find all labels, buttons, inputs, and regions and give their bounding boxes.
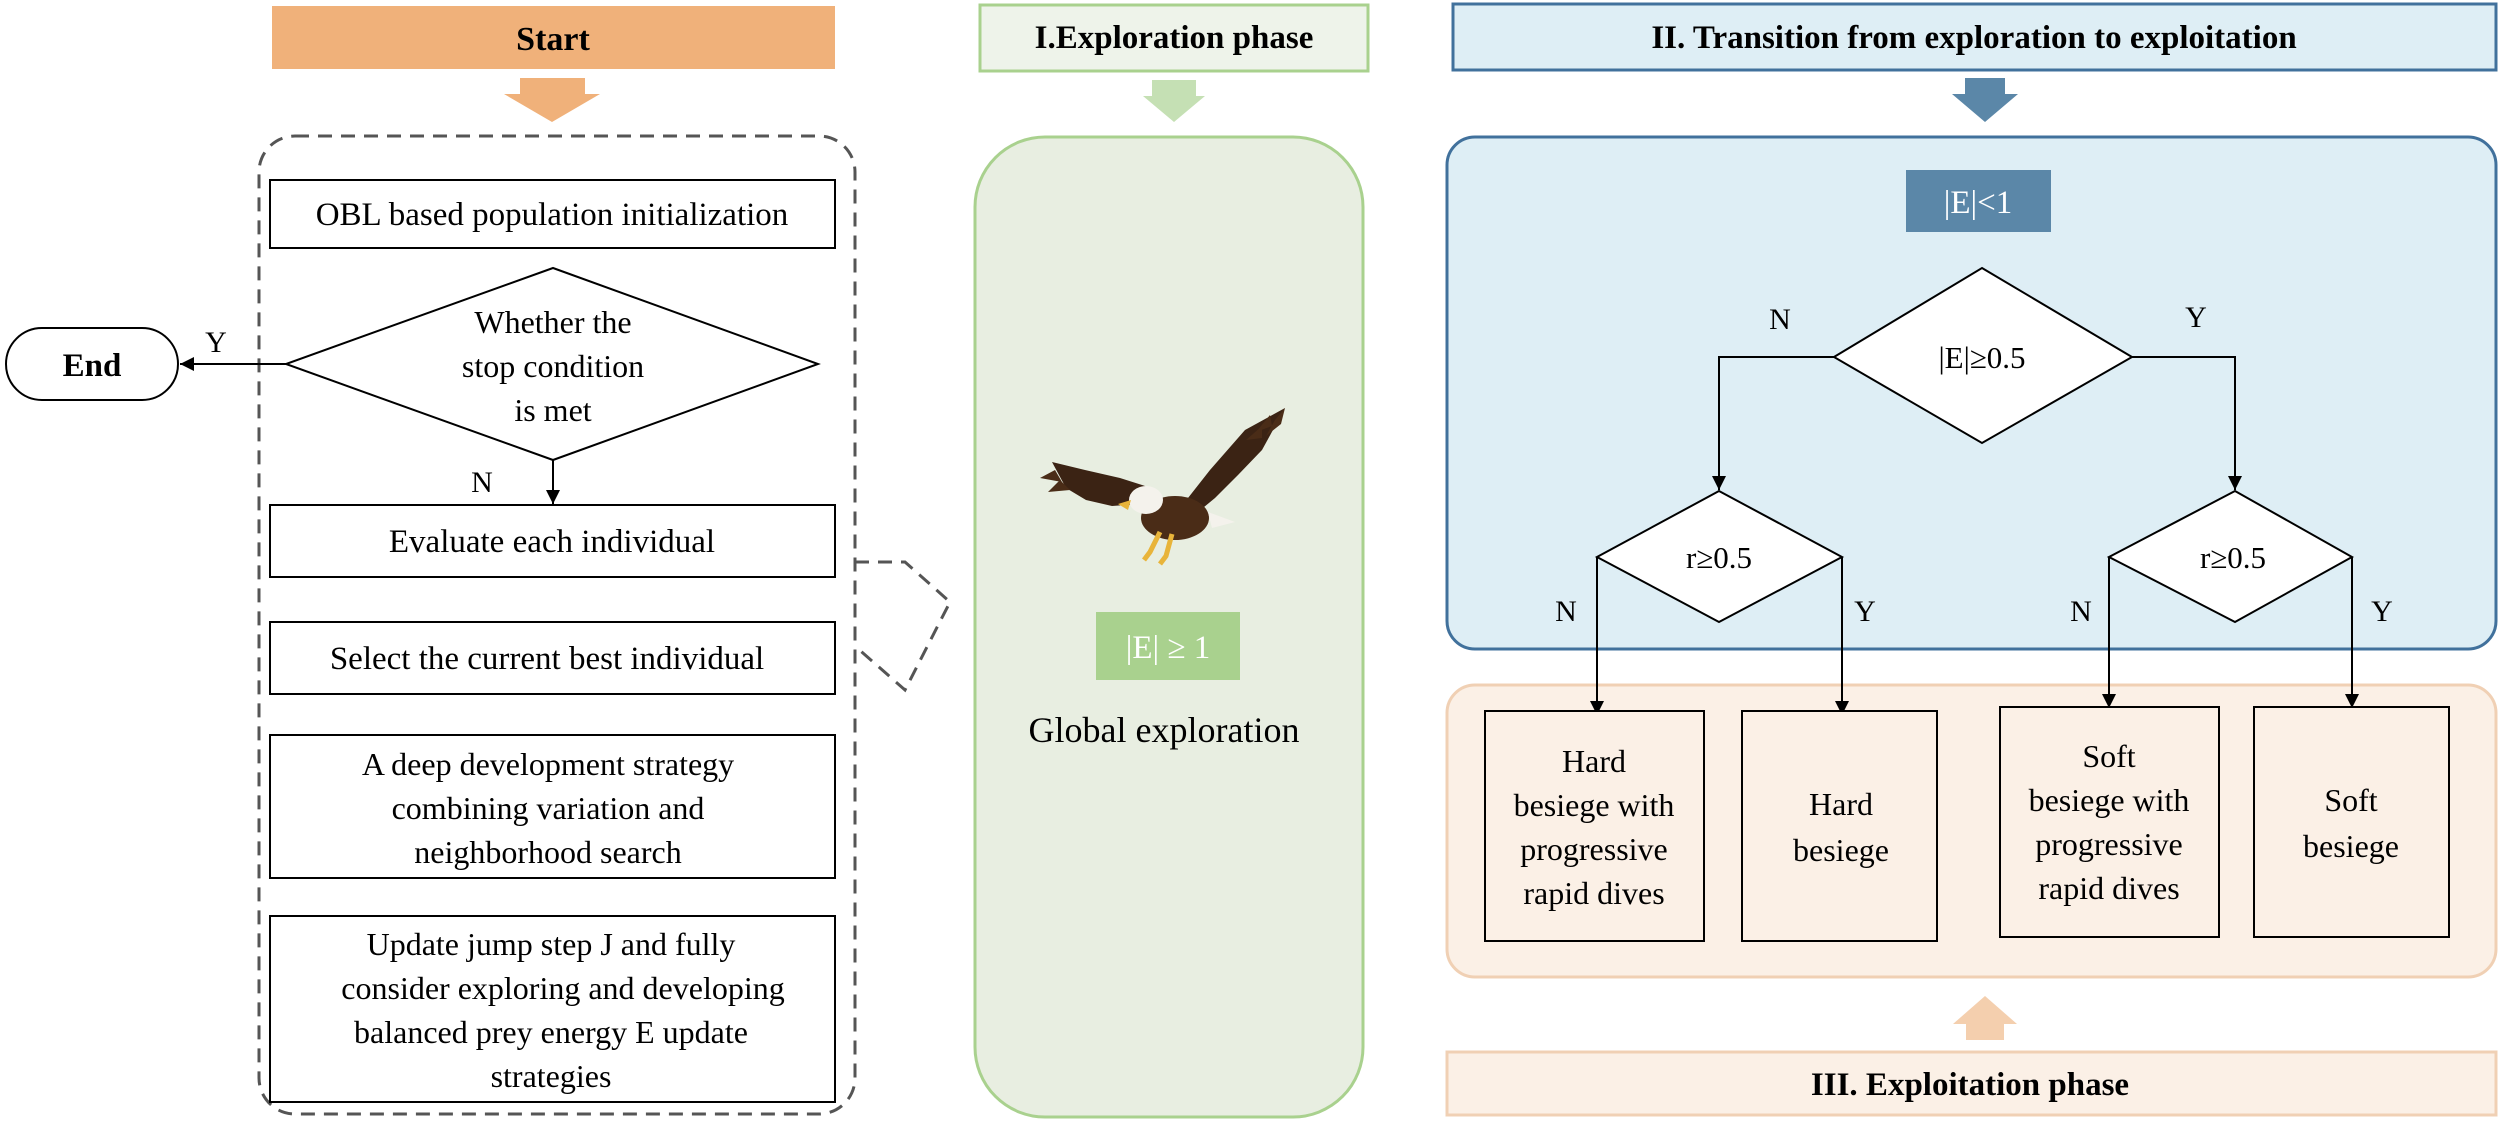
energy-yes-label: Y bbox=[2185, 301, 2207, 334]
select-box bbox=[269, 621, 836, 695]
phase2-header bbox=[1451, 2, 2498, 72]
deep-line-2: combining variation and bbox=[392, 790, 705, 826]
phase1-label: Global exploration bbox=[1029, 710, 1300, 750]
box3-line-2: besiege with bbox=[2029, 782, 2190, 818]
init-box bbox=[269, 179, 836, 249]
update-line-1: Update jump step J and fully bbox=[367, 926, 736, 962]
deep-line-3: neighborhood search bbox=[414, 834, 681, 870]
r-left-no-label: N bbox=[1555, 595, 1577, 628]
box2-line-1: Hard bbox=[1809, 786, 1873, 822]
box3-line-1: Soft bbox=[2082, 738, 2135, 774]
r-right-decision bbox=[2106, 489, 2355, 624]
r-left-yes-label: Y bbox=[1854, 595, 1876, 628]
start-label: Start bbox=[516, 21, 590, 58]
phase3-arrow-icon bbox=[1953, 996, 2017, 1040]
box1-line-1: Hard bbox=[1562, 743, 1626, 779]
eagle-icon bbox=[1040, 408, 1285, 566]
select-label: Select the current best individual bbox=[330, 641, 764, 677]
soft-besiege-box bbox=[2253, 706, 2450, 938]
hard-besiege-box bbox=[1741, 710, 1938, 942]
phase3-panel bbox=[1445, 683, 2498, 979]
phase1-header bbox=[978, 3, 1370, 73]
box1-line-2: besiege with bbox=[1514, 787, 1675, 823]
energy-decision bbox=[1832, 266, 2134, 445]
phase3-header bbox=[1445, 1050, 2498, 1117]
phase2-title: II. Transition from exploration to explo… bbox=[1651, 20, 2296, 56]
dashed-connector bbox=[854, 560, 952, 693]
phase2-condition-badge bbox=[1906, 170, 2051, 232]
deep-dev-box bbox=[269, 734, 836, 879]
start-header bbox=[272, 6, 835, 69]
r-right-no-label: N bbox=[2070, 595, 2092, 628]
box4-line-2: besiege bbox=[2303, 828, 2399, 864]
phase3-title: III. Exploitation phase bbox=[1811, 1067, 2129, 1103]
box3-line-3: progressive bbox=[2035, 826, 2183, 862]
box2-line-2: besiege bbox=[1793, 832, 1889, 868]
box1-line-4: rapid dives bbox=[1523, 875, 1664, 911]
stop-yes-label: Y bbox=[205, 326, 227, 359]
soft-besiege-dives-box bbox=[1999, 706, 2220, 938]
init-label: OBL based population initialization bbox=[316, 197, 789, 233]
update-box bbox=[269, 915, 836, 1103]
r-left-label: r≥0.5 bbox=[1686, 540, 1752, 575]
phase2-condition: |E|<1 bbox=[1944, 185, 2012, 221]
stop-line-1: Whether the bbox=[474, 304, 631, 340]
energy-yes-arrow bbox=[2132, 356, 2242, 490]
phase1-condition-badge bbox=[1096, 612, 1240, 680]
box1-line-3: progressive bbox=[1520, 831, 1668, 867]
stop-no-label: N bbox=[471, 466, 493, 499]
main-loop-container bbox=[257, 134, 857, 1116]
phase1-arrow-icon bbox=[1143, 80, 1205, 122]
evaluate-label: Evaluate each individual bbox=[389, 524, 715, 560]
phase1-title: I.Exploration phase bbox=[1035, 20, 1314, 56]
r-right-yes-label: Y bbox=[2371, 595, 2393, 628]
r-right-label: r≥0.5 bbox=[2200, 540, 2266, 575]
phase1-condition: |E| ≥ 1 bbox=[1126, 630, 1210, 666]
stop-line-2: stop condition bbox=[462, 348, 644, 384]
update-line-3: balanced prey energy E update bbox=[354, 1014, 748, 1050]
box3-line-4: rapid dives bbox=[2038, 870, 2179, 906]
deep-line-1: A deep development strategy bbox=[362, 746, 734, 782]
phase2-arrow-icon bbox=[1952, 78, 2018, 122]
energy-no-arrow bbox=[1712, 356, 1834, 490]
update-line-2: consider exploring and developing bbox=[341, 970, 784, 1006]
stop-line-3: is met bbox=[514, 392, 591, 428]
evaluate-box bbox=[269, 504, 836, 578]
energy-no-label: N bbox=[1769, 303, 1791, 336]
end-label: End bbox=[63, 348, 122, 384]
update-line-4: strategies bbox=[491, 1058, 612, 1094]
r-left-decision bbox=[1594, 489, 1845, 624]
energy-decision-label: |E|≥0.5 bbox=[1938, 340, 2025, 375]
hard-besiege-dives-box bbox=[1484, 710, 1705, 942]
end-terminal bbox=[5, 327, 179, 401]
start-arrow-icon bbox=[504, 78, 600, 122]
box4-line-1: Soft bbox=[2324, 782, 2377, 818]
